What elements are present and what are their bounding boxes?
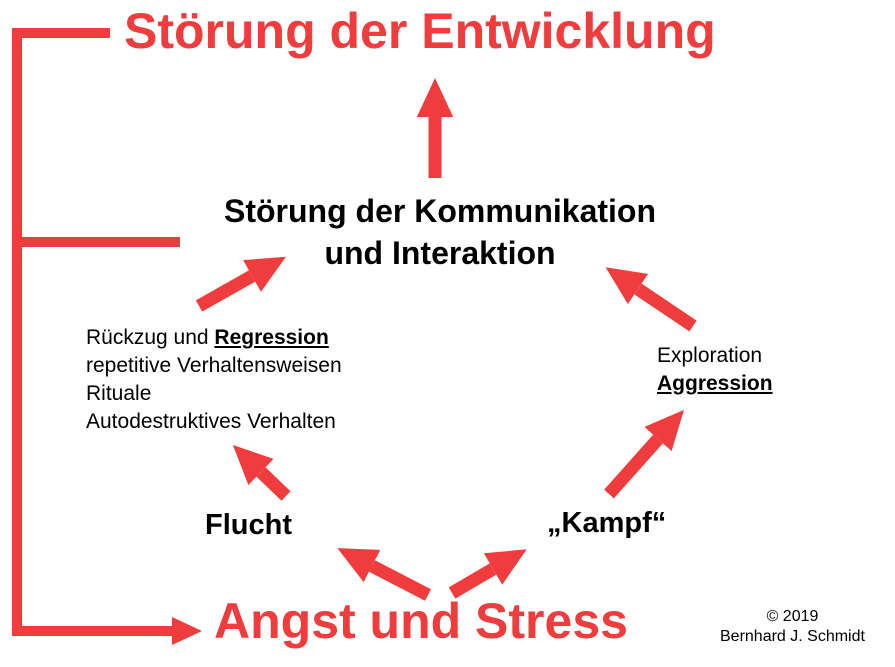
title-angst-stress: Angst und Stress [214, 593, 628, 649]
left-list-regression: Rückzug und Regression repetitive Verhal… [86, 324, 342, 436]
feedback-bracket-line [12, 28, 202, 646]
copyright-notice: © 2019 Bernhard J. Schmidt [720, 607, 865, 647]
node-kampf: „Kampf“ [547, 507, 667, 539]
left-list-item: repetitive Verhaltensweisen [86, 354, 342, 377]
left-list-prefix: Rückzug und [86, 326, 215, 349]
right-list-aggression: Exploration Aggression [657, 342, 773, 398]
title-stoerung-entwicklung: Störung der Entwicklung [124, 3, 716, 59]
left-list-item: Autodestruktives Verhalten [86, 410, 336, 433]
regression-label: Regression [214, 326, 329, 349]
center-line-2: und Interaktion [324, 235, 556, 271]
left-list-line-1: Rückzug und Regression [86, 324, 342, 352]
arrow-stress-to-kampf [448, 549, 527, 599]
arrow-flucht-to-regression [232, 444, 291, 501]
left-list-item: Rituale [86, 382, 152, 405]
arrow-regression-to-communication [195, 256, 286, 312]
center-line-1: Störung der Kommunikation [224, 193, 656, 229]
node-flucht: Flucht [205, 509, 292, 541]
arrow-stress-to-flucht [337, 548, 431, 601]
arrow-aggression-to-communication [605, 267, 697, 332]
exploration-label: Exploration [657, 344, 763, 367]
copyright-year: © 2019 [766, 608, 819, 625]
center-node-kommunikation: Störung der Kommunikation und Interaktio… [170, 190, 710, 274]
copyright-author: Bernhard J. Schmidt [720, 628, 865, 645]
aggression-label: Aggression [657, 372, 773, 395]
arrow-kampf-to-aggression [604, 409, 684, 499]
